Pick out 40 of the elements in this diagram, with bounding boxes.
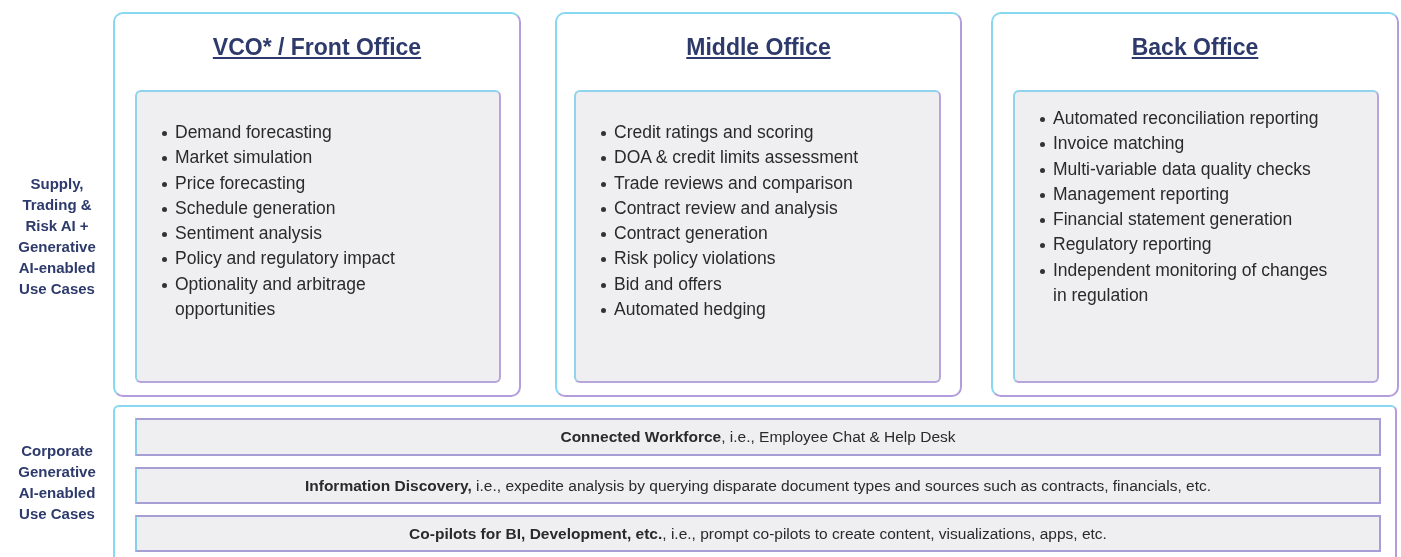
row-label: Supply, Trading & Risk AI + Generative AI-enabled Use Cases — [17, 174, 97, 299]
bullet-item: Automated reconciliation reporting — [1037, 106, 1329, 132]
bullet-item: Management reporting — [1037, 181, 1329, 208]
panel-heading: Middle Office — [686, 34, 831, 61]
row-label: Corporate Generative AI-enabled Use Cases — [17, 441, 97, 524]
bullet-item: Price forecasting — [159, 170, 451, 196]
bullet-item: Contract review and analysis — [598, 195, 891, 222]
bullet-item: Multi-variable data quality checks — [1037, 156, 1329, 182]
bullet-item: DOA & credit limits assessment — [598, 145, 891, 171]
bullet-item: Demand forecasting — [159, 120, 451, 146]
panel-card — [555, 12, 962, 397]
use-case-bar — [135, 418, 1381, 456]
use-case-text: Information Discovery, i.e., expedite analysis by querying disparate document types and sources such as contracts, financials, etc. — [304, 476, 1211, 495]
bullet-item: Independent monitoring of changes in regulation — [1037, 257, 1329, 309]
panel-heading: VCO* / Front Office — [212, 34, 422, 61]
list-card — [135, 90, 501, 383]
bullet-item: Policy and regulatory impact — [159, 246, 451, 272]
bullet-item: Trade reviews and comparison — [598, 170, 891, 196]
bullet-item: Regulatory reporting — [1037, 232, 1329, 258]
use-case-text: Connected Workforce, i.e., Employee Chat & Help Desk — [560, 428, 956, 446]
bullet-item: Sentiment analysis — [159, 221, 451, 247]
bullet-item: Schedule generation — [159, 195, 451, 222]
panel-card — [991, 12, 1399, 397]
list-card — [1013, 90, 1379, 383]
use-case-bar — [135, 467, 1381, 504]
use-case-text: Co-pilots for BI, Development, etc., i.e., prompt co-pilots to create content, visualizations, apps, etc. — [409, 524, 1107, 543]
bullet-item: Automated hedging — [598, 297, 891, 323]
list-card — [574, 90, 941, 383]
use-case-bar — [135, 515, 1381, 552]
panel-heading: Back Office — [1131, 34, 1259, 61]
bullet-item: Market simulation — [159, 145, 451, 171]
bullet-item: Financial statement generation — [1037, 207, 1329, 233]
bullet-item: Optionality and arbitrage opportunities — [159, 271, 451, 323]
bullet-item: Bid and offers — [598, 271, 891, 298]
bullet-item: Contract generation — [598, 221, 891, 247]
panel-card — [113, 12, 521, 397]
bullet-item: Risk policy violations — [598, 246, 891, 272]
bullet-item: Invoice matching — [1037, 131, 1329, 157]
bullet-item: Credit ratings and scoring — [598, 120, 891, 146]
panel-card — [113, 405, 1397, 557]
